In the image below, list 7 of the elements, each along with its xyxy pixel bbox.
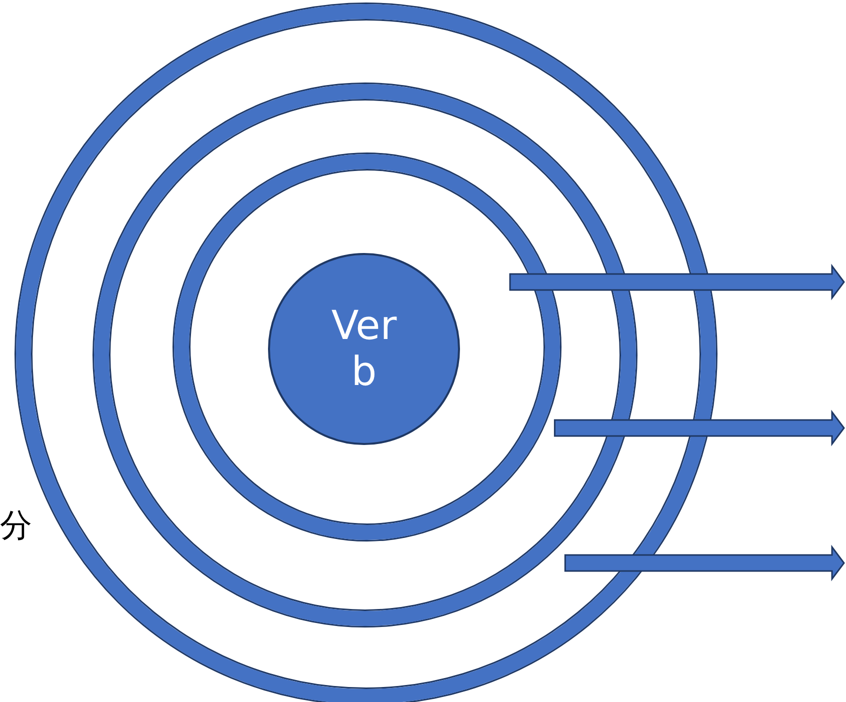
ring-circle [94, 84, 636, 626]
node-label: Ver b [330, 303, 398, 395]
text-label: 分 [0, 505, 32, 546]
block-arrow [554, 410, 845, 446]
block-arrow [564, 544, 845, 582]
ring-circle [174, 154, 560, 540]
block-arrow [509, 264, 845, 300]
